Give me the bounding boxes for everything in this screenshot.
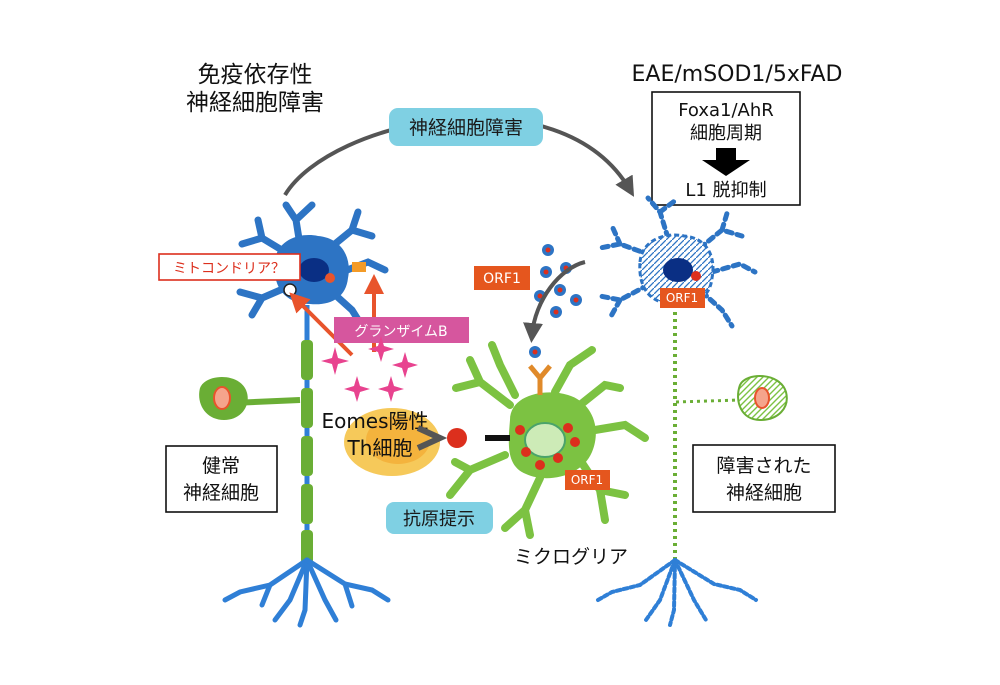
mechanism-line2: 細胞周期 [690, 123, 762, 144]
orf1-microglia-label: ORF1 [565, 470, 610, 490]
orf1-free-label: ORF1 [474, 266, 530, 290]
mechanism-box: Foxa1/AhR 細胞周期 L1 脱抑制 [651, 91, 801, 206]
damaged-neuron [596, 195, 788, 627]
neuron-damage-label: 神経細胞障害 [389, 108, 543, 146]
mechanism-line3: L1 脱抑制 [685, 180, 766, 201]
svg-text:神経細胞: 神経細胞 [726, 482, 802, 504]
models-label: EAE/mSOD1/5xFAD [632, 62, 843, 87]
immune-title: 免疫依存性 神経細胞障害 [186, 62, 324, 116]
microglia-nucleus [524, 422, 566, 458]
microglia-label: ミクログリア [514, 546, 628, 568]
mechanism-line1: Foxa1/AhR [678, 100, 774, 121]
svg-text:ORF1: ORF1 [483, 271, 521, 287]
axon-terminals [222, 557, 391, 628]
down-arrow-icon [702, 148, 750, 176]
immune-title-line1: 免疫依存性 [198, 62, 313, 88]
granzyme-target-icon [352, 262, 366, 272]
svg-text:神経細胞障害: 神経細胞障害 [409, 117, 523, 139]
th-cell-line2: Th細胞 [347, 436, 413, 460]
orf1-neuron-label: ORF1 [660, 288, 705, 308]
svg-text:障害された: 障害された [716, 455, 811, 477]
svg-text:ORF1: ORF1 [666, 291, 698, 305]
myelin-sheath [301, 340, 313, 564]
th-cell: Eomes陽性 Th細胞 [321, 408, 448, 476]
granzyme-label: グランザイムB [334, 317, 469, 343]
microglia [446, 341, 649, 539]
damaged-neuron-label: 障害された 神経細胞 [692, 444, 836, 513]
nucleus [299, 258, 329, 282]
orf1-dot [325, 273, 335, 283]
svg-text:神経細胞: 神経細胞 [183, 482, 259, 504]
th-cell-line1: Eomes陽性 [321, 409, 428, 433]
svg-text:健常: 健常 [202, 455, 240, 477]
orf1-release-arrow [523, 260, 586, 343]
svg-text:抗原提示: 抗原提示 [403, 509, 475, 530]
svg-text:ORF1: ORF1 [571, 473, 603, 487]
mitochondria-label: ミトコンドリア？ [158, 253, 301, 281]
immune-title-line2: 神経細胞障害 [186, 90, 324, 116]
healthy-neuron [199, 201, 391, 628]
svg-text:ミトコンドリア？: ミトコンドリア？ [173, 261, 285, 277]
mitochondria-icon [283, 283, 297, 297]
svg-text:グランザイムB: グランザイムB [354, 324, 447, 340]
granzyme-particles [321, 336, 418, 402]
healthy-neuron-label: 健常 神経細胞 [165, 445, 278, 513]
antigen-presentation-label: 抗原提示 [386, 502, 493, 534]
